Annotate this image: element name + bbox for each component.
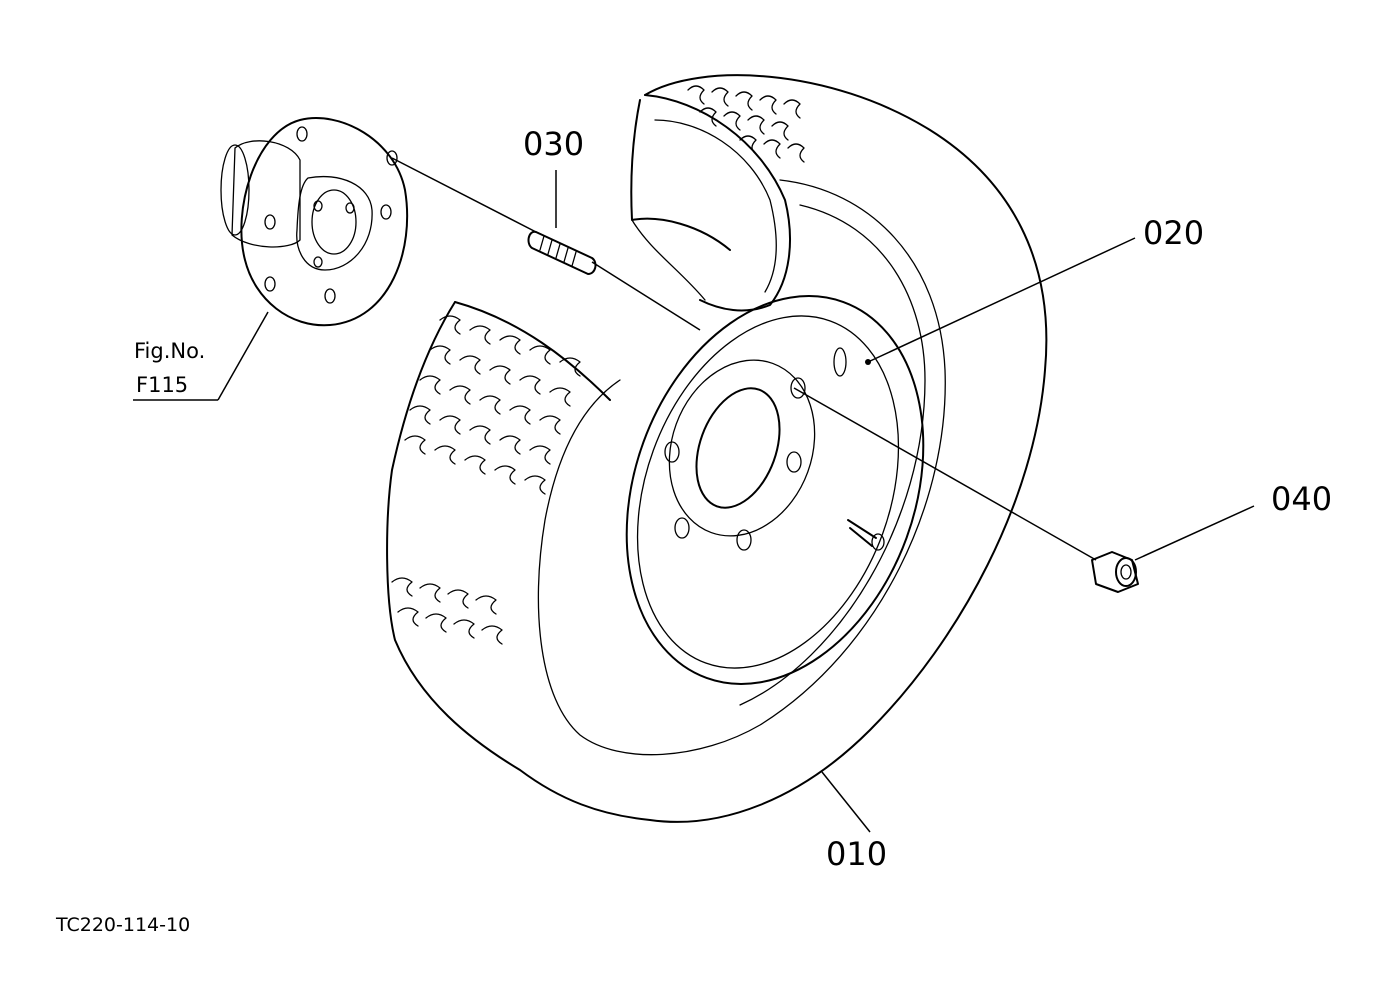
stud-drawing <box>527 230 597 275</box>
leader-lines <box>133 157 1255 833</box>
hub-drawing <box>220 117 409 327</box>
tread-pattern-upper <box>687 85 805 163</box>
tread-pattern-lower <box>391 577 503 645</box>
callout-040: 040 <box>1271 480 1333 518</box>
nut-drawing <box>1091 551 1139 593</box>
callout-020: 020 <box>1143 214 1205 252</box>
fig-ref-label: Fig.No. <box>134 339 206 363</box>
drawing-code: TC220-114-10 <box>56 914 191 936</box>
tread-pattern-left <box>404 315 581 495</box>
tire-drawing <box>386 74 1048 823</box>
rim-drawing <box>625 295 925 685</box>
fig-ref-number: F115 <box>136 373 189 397</box>
callout-010: 010 <box>826 835 888 873</box>
callout-030: 030 <box>523 125 585 163</box>
